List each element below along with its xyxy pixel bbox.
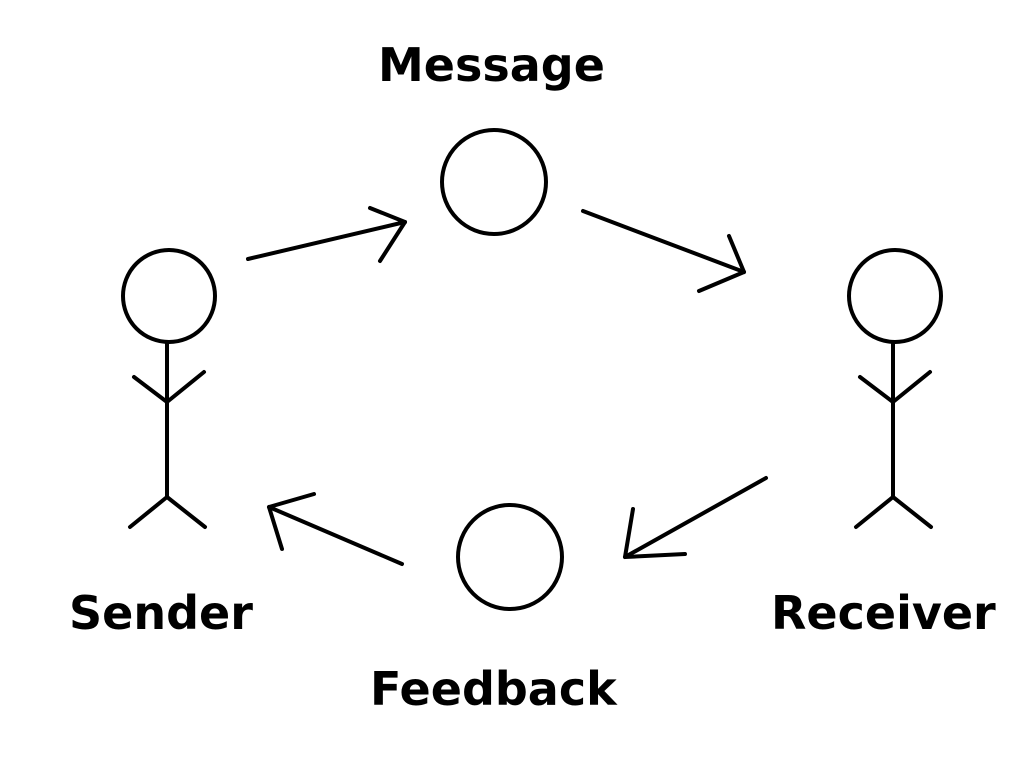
receiver-legs: [854, 495, 933, 529]
feedback-label: Feedback: [370, 662, 617, 716]
sender-figure: [121, 248, 217, 529]
sender-legs: [128, 495, 207, 529]
arrow-message-to-receiver: [581, 209, 746, 293]
receiver-head: [847, 248, 943, 344]
message-node: [440, 128, 548, 236]
sender-head: [121, 248, 217, 344]
arrow-feedback-to-sender: [267, 492, 404, 566]
receiver-figure: [847, 248, 943, 529]
sender-label: Sender: [69, 586, 253, 640]
receiver-arms: [858, 370, 932, 404]
arrow-receiver-to-feedback: [623, 476, 768, 559]
receiver-label: Receiver: [771, 586, 996, 640]
message-label: Message: [378, 38, 605, 92]
sender-arms: [132, 370, 206, 404]
arrow-sender-to-message: [246, 206, 407, 263]
feedback-node: [456, 503, 564, 611]
